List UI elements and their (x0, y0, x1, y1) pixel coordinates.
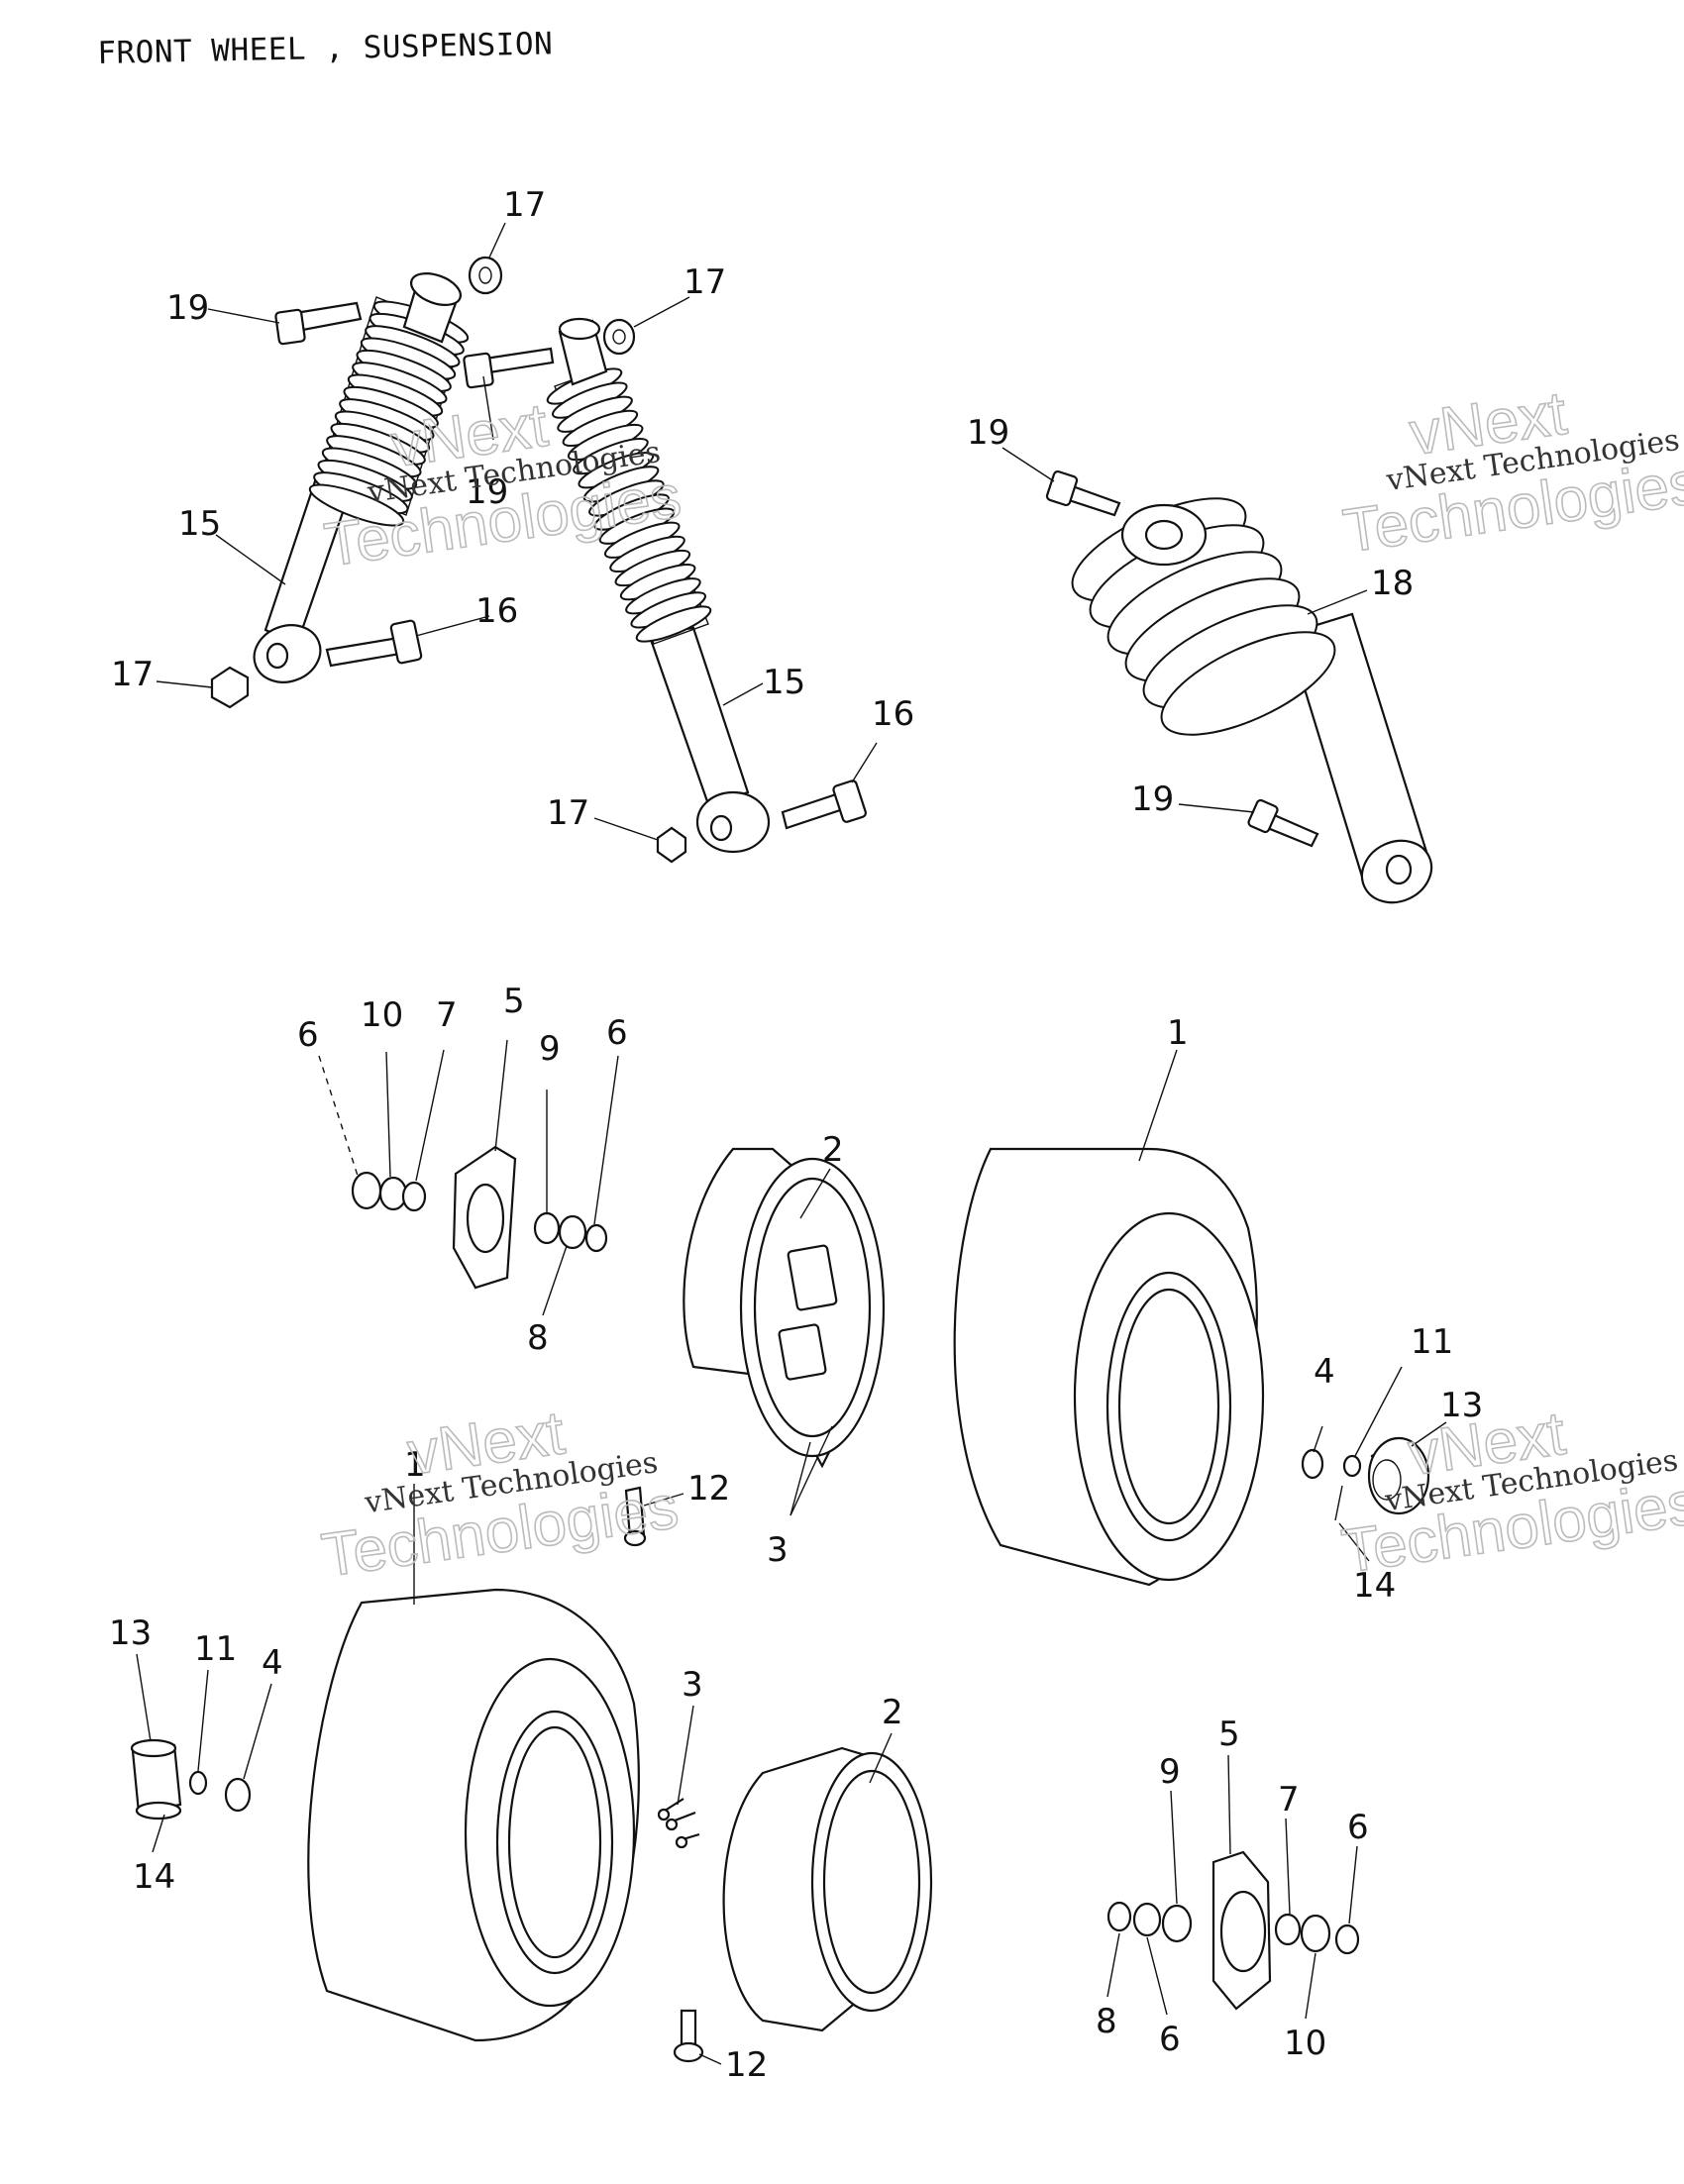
spring-coil (308, 483, 405, 527)
callout-19: 19 (466, 472, 508, 512)
callout-15: 15 (178, 504, 221, 544)
spring-coil (635, 605, 712, 643)
callout-6: 6 (606, 1013, 628, 1053)
callout-14: 14 (133, 1857, 175, 1897)
callout-18: 18 (1371, 564, 1414, 603)
callout-13: 13 (109, 1613, 152, 1653)
callout-6: 6 (1159, 2020, 1181, 2059)
callout-1: 1 (1167, 1013, 1189, 1053)
callout-9: 9 (539, 1029, 561, 1069)
callout-8: 8 (527, 1318, 549, 1358)
callout-6: 6 (297, 1015, 319, 1055)
callout-19: 19 (1131, 780, 1174, 819)
callout-5: 5 (503, 982, 525, 1021)
callout-3: 3 (767, 1530, 789, 1570)
callout-7: 7 (1278, 1780, 1300, 1820)
callout-4: 4 (1314, 1352, 1335, 1392)
callout-19: 19 (967, 413, 1009, 453)
leader-lines (136, 222, 1447, 2065)
callout-11: 11 (1411, 1322, 1453, 1362)
watermark-2: vNext vNext Technologies Technologies (1338, 378, 1684, 567)
callout-5: 5 (1218, 1715, 1240, 1754)
callout-7: 7 (436, 995, 458, 1035)
callout-11: 11 (194, 1629, 237, 1669)
callout-labels: 17 19 17 19 15 16 17 15 16 17 19 18 19 6… (109, 185, 1483, 2085)
callout-8: 8 (1096, 2002, 1117, 2041)
callout-2: 2 (882, 1693, 903, 1732)
callout-19: 19 (166, 288, 209, 328)
callout-1: 1 (404, 1445, 426, 1485)
callout-9: 9 (1159, 1752, 1181, 1792)
shock-absorber-left (253, 272, 470, 683)
callout-12: 12 (687, 1469, 730, 1508)
hardware-top (210, 256, 1319, 864)
spring-coil (1160, 631, 1336, 736)
callout-16: 16 (475, 591, 518, 631)
callout-16: 16 (872, 694, 914, 734)
callout-2: 2 (822, 1130, 844, 1170)
callout-17: 17 (684, 262, 726, 302)
callout-14: 14 (1353, 1566, 1396, 1606)
callout-17: 17 (503, 185, 546, 225)
callout-10: 10 (1284, 2024, 1326, 2063)
shock-absorber-middle (546, 317, 771, 854)
callout-15: 15 (763, 663, 805, 702)
shock-absorber-right (1071, 497, 1433, 904)
callout-13: 13 (1440, 1386, 1483, 1425)
callout-12: 12 (725, 2045, 768, 2085)
callout-3: 3 (682, 1665, 703, 1705)
callout-17: 17 (547, 793, 589, 833)
callout-6: 6 (1347, 1808, 1369, 1847)
callout-17: 17 (111, 655, 154, 694)
wheel-assembly-upper (351, 1145, 1430, 1587)
callout-4: 4 (262, 1643, 283, 1683)
wheel-assembly-lower (130, 1588, 1360, 2063)
callout-10: 10 (361, 995, 403, 1035)
watermark-3: vNext vNext Technologies Technologies (317, 1398, 684, 1591)
